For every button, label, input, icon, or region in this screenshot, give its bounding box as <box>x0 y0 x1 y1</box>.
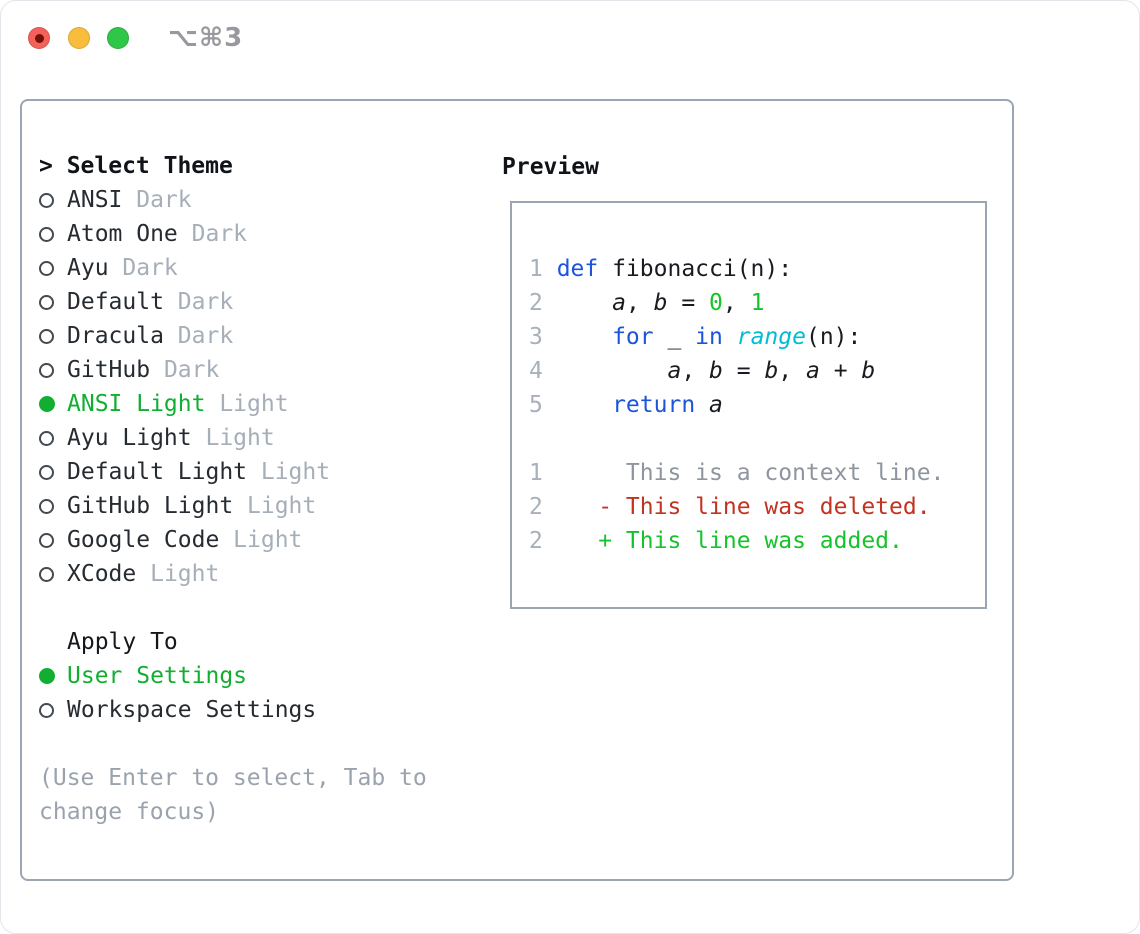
apply-to-header: Apply To <box>39 625 316 659</box>
radio-selected-icon <box>39 668 55 684</box>
radio-icon <box>39 294 54 310</box>
theme-option-label: Ayu <box>67 255 109 281</box>
minimize-button[interactable] <box>68 27 90 49</box>
preview-title: Preview <box>502 154 599 180</box>
keyboard-hint: (Use Enter to select, Tab to change focu… <box>39 765 441 825</box>
theme-option-ayu[interactable]: Ayu Dark <box>39 251 330 285</box>
radio-icon <box>39 328 54 344</box>
radio-icon <box>39 702 54 718</box>
theme-option-ansi[interactable]: ANSI Dark <box>39 183 330 217</box>
apply-option-workspace-settings[interactable]: Workspace Settings <box>39 693 316 727</box>
theme-variant-tag: Dark <box>136 187 192 213</box>
line-number: 1 <box>529 460 543 486</box>
theme-option-google-code[interactable]: Google Code Light <box>39 523 330 557</box>
theme-option-label: Dracula <box>67 323 164 349</box>
line-number: 2 <box>529 290 543 316</box>
theme-option-default[interactable]: Default Dark <box>39 285 330 319</box>
close-dot-icon <box>34 33 44 43</box>
theme-option-github[interactable]: GitHub Dark <box>39 353 330 387</box>
theme-list-title: Select Theme <box>66 153 233 179</box>
radio-icon <box>39 260 54 276</box>
apply-option-label: Workspace Settings <box>67 697 317 723</box>
diff-line: 2 + This line was added. <box>529 524 985 558</box>
code-line: 3 for _ in range(n): <box>529 320 985 354</box>
theme-option-github-light[interactable]: GitHub Light Light <box>39 489 330 523</box>
theme-variant-tag: Light <box>150 561 220 587</box>
theme-option-label: GitHub <box>67 357 151 383</box>
theme-picker-panel <box>20 99 1014 881</box>
theme-option-label: GitHub Light <box>67 493 234 519</box>
theme-option-xcode[interactable]: XCode Light <box>39 557 330 591</box>
theme-option-default-light[interactable]: Default Light Light <box>39 455 330 489</box>
theme-option-label: Google Code <box>67 527 220 553</box>
theme-variant-tag: Light <box>247 493 317 519</box>
theme-option-label: Default Light <box>67 459 248 485</box>
theme-variant-tag: Dark <box>177 323 234 349</box>
theme-option-label: ANSI <box>67 187 123 213</box>
diff-line: 1 This is a context line. <box>529 456 985 490</box>
apply-option-label: User Settings <box>67 663 248 689</box>
code-line: 2 a, b = 0, 1 <box>529 286 985 320</box>
radio-icon <box>39 464 54 480</box>
theme-option-ansi-light[interactable]: ANSI Light Light <box>39 387 330 421</box>
line-number: 4 <box>529 358 543 384</box>
code-line: 4 a, b = b, a + b <box>529 354 985 388</box>
apply-option-user-settings[interactable]: User Settings <box>39 659 316 693</box>
radio-icon <box>39 498 54 514</box>
radio-selected-icon <box>39 396 55 412</box>
line-number: 5 <box>529 392 543 418</box>
line-number: 2 <box>529 528 543 554</box>
apply-to-title: Apply To <box>67 629 178 655</box>
theme-option-label: Atom One <box>67 221 178 247</box>
line-number: 3 <box>529 324 543 350</box>
theme-option-atom-one[interactable]: Atom One Dark <box>39 217 330 251</box>
theme-option-ayu-light[interactable]: Ayu Light Light <box>39 421 330 455</box>
radio-icon <box>39 532 54 548</box>
diff-line: 2 - This line was deleted. <box>529 490 985 524</box>
radio-icon <box>39 362 54 378</box>
theme-option-dracula[interactable]: Dracula Dark <box>39 319 330 353</box>
theme-option-label: XCode <box>67 561 137 587</box>
line-number: 1 <box>529 256 543 282</box>
theme-option-label: Ayu Light <box>67 425 192 451</box>
close-button[interactable] <box>28 27 50 49</box>
theme-variant-tag: Light <box>233 527 303 553</box>
theme-variant-tag: Dark <box>163 357 220 383</box>
theme-variant-tag: Dark <box>177 289 234 315</box>
line-number: 2 <box>529 494 543 520</box>
radio-icon <box>39 430 54 446</box>
zoom-button[interactable] <box>107 27 129 49</box>
prompt-icon: > <box>39 153 53 179</box>
theme-variant-tag: Dark <box>191 221 248 247</box>
radio-icon <box>39 192 54 208</box>
radio-icon <box>39 226 54 242</box>
theme-variant-tag: Light <box>219 391 289 417</box>
radio-icon <box>39 566 54 582</box>
theme-variant-tag: Dark <box>122 255 178 281</box>
diff-block: 1 This is a context line.2 - This line w… <box>529 456 985 558</box>
theme-option-label: Default <box>67 289 164 315</box>
theme-option-label: ANSI Light <box>67 391 206 417</box>
code-line: 5 return a <box>529 388 985 422</box>
theme-list-header: > Select Theme <box>39 149 330 183</box>
window-title-shortcut: ⌥⌘3 <box>168 23 244 53</box>
theme-variant-tag: Light <box>205 425 275 451</box>
theme-variant-tag: Light <box>260 459 331 485</box>
